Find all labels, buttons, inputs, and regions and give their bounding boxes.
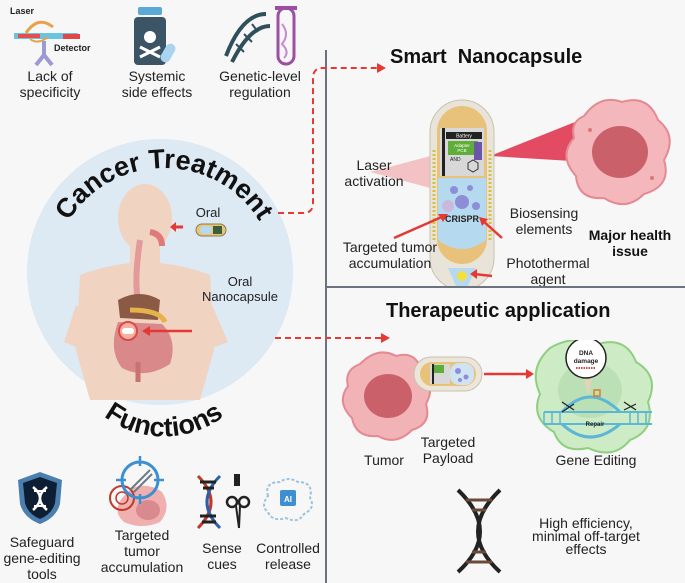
label-line: regulation <box>229 84 291 100</box>
repair-label: Repair <box>586 422 605 428</box>
biosensing-label-line: elements <box>516 221 573 237</box>
adapter-label-line: PCB <box>457 148 466 153</box>
therapeutic-diagram: Tumor Targeted Payload DNA damage Repair… <box>341 340 653 574</box>
label-line: Genetic-level <box>219 68 301 84</box>
label-line: Targeted <box>114 527 170 543</box>
poison-bottle-icon <box>134 7 176 65</box>
dna-scissors-icon <box>196 474 251 530</box>
health-label-line: issue <box>612 243 648 259</box>
health-beam <box>490 120 588 162</box>
vertical-divider <box>325 50 327 583</box>
gene-editing-illustration: DNA damage Repair <box>534 340 653 454</box>
biosensing-arrow <box>481 219 503 239</box>
payload-label-line: Targeted <box>421 434 475 450</box>
payload-capsule-illustration <box>413 356 483 392</box>
dna-test-tube-icon <box>224 6 297 66</box>
nanocapsule-illustration: Battery Adapter PCB AND CRISPR <box>429 99 495 286</box>
label-line: Sense <box>202 540 242 556</box>
oral-capsule-icon <box>195 223 227 237</box>
laser-sublabel: Laser <box>10 6 35 16</box>
smart-nanocapsule-diagram: Battery Adapter PCB AND CRISPR Laser act… <box>343 98 671 286</box>
targeted-label-line: Targeted tumor <box>343 239 437 255</box>
intestine-capsule-marker <box>118 321 138 341</box>
dna-helix-icon <box>456 488 502 574</box>
laser-beam <box>370 154 438 190</box>
tumor-label: Tumor <box>364 452 404 468</box>
photothermal-label-line: agent <box>530 271 565 286</box>
label-line: accumulation <box>100 559 184 575</box>
label-line: tools <box>27 566 57 582</box>
dna-damage-label-line: damage <box>574 358 599 365</box>
efficiency-label-line: High efficiency, <box>539 515 633 531</box>
targeted-arrow <box>393 214 445 240</box>
adapter-label-line: Adapter <box>454 143 470 148</box>
dna-damage-label-line: DNA <box>579 350 593 357</box>
label-line: gene-editing <box>3 550 81 566</box>
ai-brain-icon: AI <box>263 478 313 522</box>
tumor-illustration <box>341 351 432 441</box>
oral-nanocapsule-label-line: Nanocapsule <box>202 289 278 304</box>
laser-label-line: Laser <box>356 157 391 173</box>
efficiency-label-line: minimal off-target <box>532 528 640 544</box>
label-line: Lack of <box>27 68 73 84</box>
therapeutic-title: Therapeutic application <box>386 300 611 322</box>
label-line: specificity <box>19 84 81 100</box>
targeted-label-line: accumulation <box>349 255 432 271</box>
label-line: cues <box>207 556 237 572</box>
battery-label: Battery <box>456 134 472 140</box>
shield-dna-icon <box>18 472 62 524</box>
smart-nanocapsule-title: Smart Nanocapsule <box>390 46 583 68</box>
detector-sublabel: Detector <box>54 43 91 53</box>
cancer-treatment-diagram: Cancer Treatment Functions Oral Oral Nan… <box>27 139 293 440</box>
label-line: Safeguard <box>9 534 75 550</box>
laser-label-line: activation <box>344 173 403 189</box>
tumor-cell-illustration <box>565 98 671 205</box>
label-line: release <box>265 556 311 572</box>
gene-editing-label: Gene Editing <box>556 452 637 468</box>
oral-nanocapsule-label-line: Oral <box>228 274 253 289</box>
target-tumor-icon <box>109 456 167 526</box>
photothermal-label-line: Photothermal <box>506 255 589 271</box>
biosensing-label-line: Biosensing <box>510 205 579 221</box>
efficiency-label-line: effects <box>566 541 607 557</box>
crispr-detector-icon: Laser Detector <box>10 6 91 67</box>
horizontal-divider <box>326 286 685 288</box>
and-gate-label: AND <box>450 157 461 163</box>
label-line: side effects <box>121 84 193 100</box>
label-line: Controlled <box>256 540 320 556</box>
ai-chip-text: AI <box>284 495 292 504</box>
label-line: tumor <box>124 543 160 559</box>
health-label-line: Major health <box>589 227 671 243</box>
crispr-label: CRISPR <box>445 214 480 224</box>
photothermal-dot <box>457 271 467 281</box>
label-line: Systemic <box>128 68 186 84</box>
payload-label-line: Payload <box>423 450 474 466</box>
oral-label: Oral <box>196 205 221 220</box>
